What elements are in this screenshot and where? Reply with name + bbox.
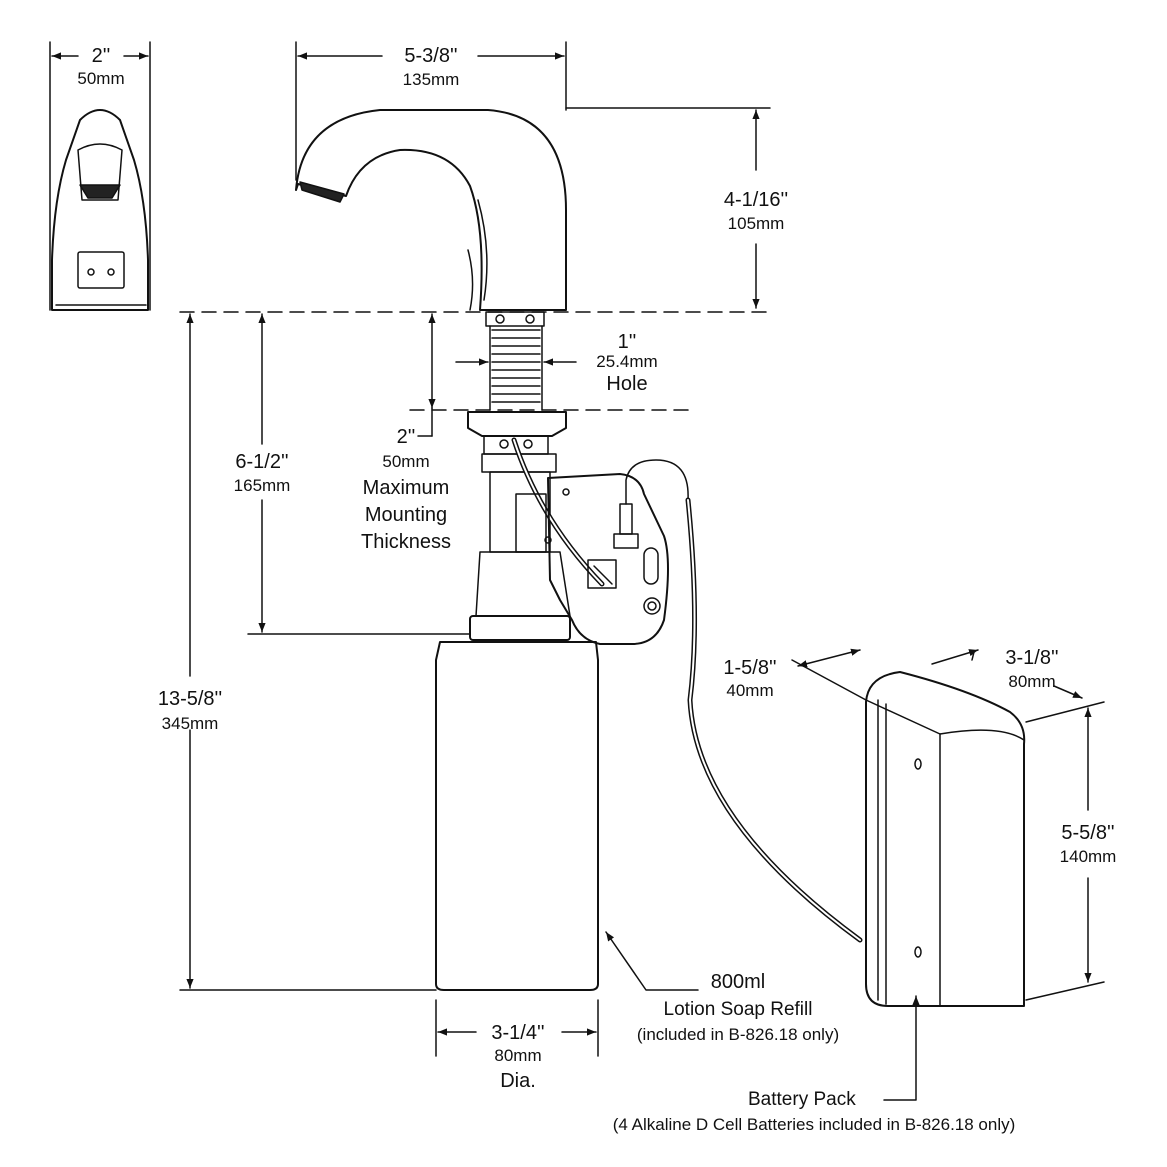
overall-length-mm: 345mm: [161, 714, 219, 733]
battery-pack-title: Battery Pack: [748, 1089, 856, 1110]
shank-length-mm: 165mm: [233, 476, 291, 495]
battery-width-mm: 80mm: [1008, 672, 1056, 691]
bottle-dia-mm: 80mm: [494, 1046, 542, 1065]
battery-depth-inch: 1-5/8'': [723, 657, 777, 679]
mounting-label-1: Maximum: [362, 477, 450, 499]
spout-height-mm: 105mm: [727, 214, 785, 233]
spout-length-mm: 135mm: [402, 70, 460, 89]
bottle-dia-inch: 3-1/4'': [491, 1022, 545, 1044]
shank-length-inch: 6-1/2'': [235, 451, 289, 473]
battery-height-inch: 5-5/8'': [1061, 822, 1115, 844]
bottle-dia-label: Dia.: [500, 1070, 536, 1092]
mounting-inch: 2'': [396, 426, 416, 448]
cable: [685, 497, 863, 943]
refill-title: Lotion Soap Refill: [663, 999, 813, 1020]
spout-height-inch: 4-1/16'': [723, 189, 789, 211]
hole-inch: 1'': [617, 331, 637, 353]
battery-width-dim-left: [931, 649, 979, 665]
battery-pack-note: (4 Alkaline D Cell Batteries included in…: [612, 1115, 1016, 1134]
front-width-mm: 50mm: [77, 69, 125, 88]
front-width-inch: 2'': [91, 45, 111, 67]
refill-volume: 800ml: [710, 971, 766, 993]
overall-length-inch: 13-5/8'': [157, 688, 223, 710]
control-module: [544, 459, 689, 645]
spout-length-inch: 5-3/8'': [404, 45, 458, 67]
battery-leader: [883, 995, 920, 1101]
battery-pack: [865, 671, 1026, 1007]
threaded-shank: [485, 311, 545, 411]
pump-assembly: [467, 411, 605, 641]
mounting-label-2: Mounting: [364, 504, 448, 526]
soap-bottle: [435, 641, 599, 991]
battery-width-dim-right: [1053, 685, 1083, 699]
front-view-spout: [49, 41, 151, 311]
battery-height-mm: 140mm: [1059, 847, 1117, 866]
hole-mm: 25.4mm: [596, 352, 658, 371]
battery-depth-mm: 40mm: [726, 681, 774, 700]
battery-width-inch: 3-1/8'': [1005, 647, 1059, 669]
hole-label: Hole: [606, 373, 648, 395]
refill-note: (included in B-826.18 only): [636, 1025, 840, 1044]
spout-side-view: [295, 109, 567, 311]
battery-depth-dim: [797, 648, 861, 668]
refill-leader: [605, 931, 699, 991]
mounting-mm: 50mm: [382, 452, 430, 471]
mounting-label-3: Thickness: [360, 531, 452, 553]
